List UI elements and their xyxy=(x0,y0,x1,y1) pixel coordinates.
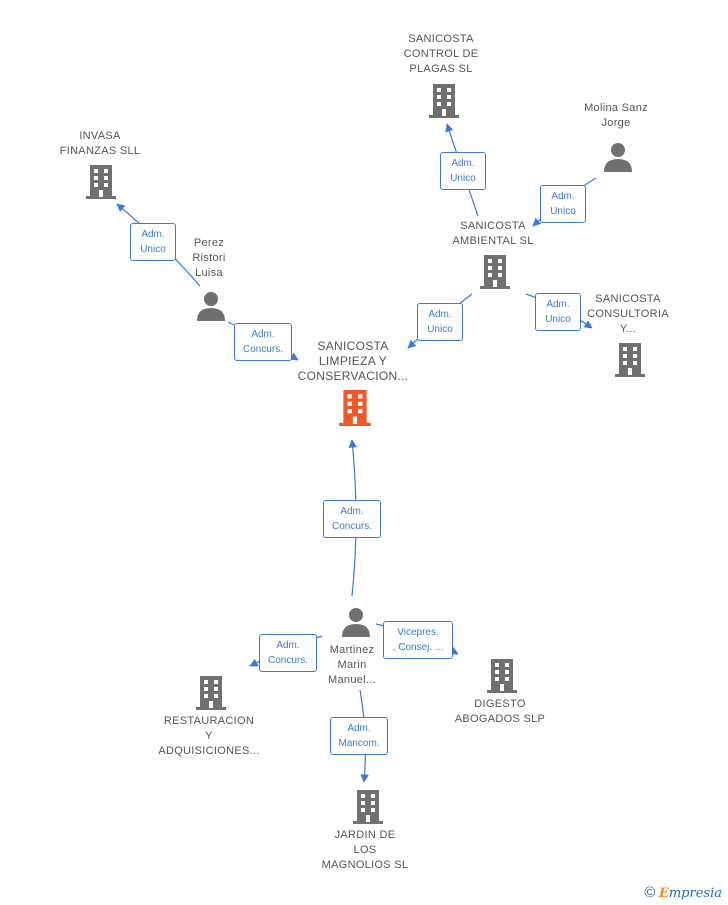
node-perez-ristori-luisa[interactable]: Perez Ristori Luisa xyxy=(144,236,274,281)
edge-badge-ambiental-limpieza[interactable]: Adm. Unico xyxy=(417,303,463,341)
building-icon xyxy=(429,84,459,118)
node-label: JARDIN DE LOS MAGNOLIOS SL xyxy=(321,829,409,871)
edge-badge-molina-ambiental[interactable]: Adm. Unico xyxy=(540,185,586,223)
building-icon xyxy=(196,676,226,710)
node-label: SANICOSTA CONSULTORIA Y... xyxy=(587,293,669,335)
edge-badge-ambiental-control[interactable]: Adm. Unico xyxy=(440,152,486,190)
building-icon xyxy=(339,390,371,426)
person-icon xyxy=(197,292,225,321)
edge-badge-martinez-digesto[interactable]: Vicepres. , Consej. ... xyxy=(383,621,453,659)
node-label: SANICOSTA LIMPIEZA Y CONSERVACION... xyxy=(297,339,409,383)
building-icon xyxy=(353,790,383,824)
node-label: SANICOSTA CONTROL DE PLAGAS SL xyxy=(403,33,479,75)
edge-badge-perez-invasa[interactable]: Adm. Unico xyxy=(130,223,176,261)
node-restauracion-y-adquisiciones[interactable]: RESTAURACION Y ADQUISICIONES... xyxy=(144,714,274,759)
node-label: RESTAURACION Y ADQUISICIONES... xyxy=(158,715,260,757)
node-molina-sanz-jorge[interactable]: Molina Sanz Jorge xyxy=(551,101,681,131)
brand-initial: E xyxy=(658,886,669,901)
edge-badge-martinez-restauracion[interactable]: Adm. Concurs. xyxy=(259,634,317,672)
brand-name: mpresia xyxy=(668,886,722,901)
building-icon xyxy=(487,659,517,693)
node-sanicosta-consultoria[interactable]: SANICOSTA CONSULTORIA Y... xyxy=(563,292,693,337)
node-label: SANICOSTA AMBIENTAL SL xyxy=(452,220,534,247)
node-label: Perez Ristori Luisa xyxy=(192,237,226,279)
edge-badge-martinez-jardin[interactable]: Adm. Mancom. xyxy=(330,717,388,755)
copyright-icon: © xyxy=(644,884,656,901)
empresia-logo: © Empresia xyxy=(644,884,722,901)
node-sanicosta-control-de-plagas[interactable]: SANICOSTA CONTROL DE PLAGAS SL xyxy=(376,32,506,77)
node-label: INVASA FINANZAS SLL xyxy=(59,130,141,157)
edge-badge-perez-limpieza[interactable]: Adm. Concurs. xyxy=(234,323,292,361)
building-icon xyxy=(480,255,510,289)
building-icon xyxy=(615,343,645,377)
edge-badge-ambiental-consultoria[interactable]: Adm. Unico xyxy=(535,293,581,331)
person-icon xyxy=(342,608,370,637)
node-label: DIGESTO ABOGADOS SLP xyxy=(454,698,546,725)
node-sanicosta-limpieza-y-conservacion[interactable]: SANICOSTA LIMPIEZA Y CONSERVACION... xyxy=(288,339,418,384)
person-icon xyxy=(604,143,632,172)
node-sanicosta-ambiental[interactable]: SANICOSTA AMBIENTAL SL xyxy=(428,219,558,249)
node-martinez-marin-manuel[interactable]: Martinez Marin Manuel... xyxy=(287,643,417,688)
node-digesto-abogados[interactable]: DIGESTO ABOGADOS SLP xyxy=(435,697,565,727)
node-label: Martinez Marin Manuel... xyxy=(328,644,376,686)
node-invasa-finanzas[interactable]: INVASA FINANZAS SLL xyxy=(35,129,165,159)
building-icon xyxy=(86,165,116,199)
edge-badge-martinez-limpieza[interactable]: Adm. Concurs. xyxy=(323,500,381,538)
node-label: Molina Sanz Jorge xyxy=(584,102,648,129)
node-jardin-de-los-magnolios[interactable]: JARDIN DE LOS MAGNOLIOS SL xyxy=(300,828,430,873)
